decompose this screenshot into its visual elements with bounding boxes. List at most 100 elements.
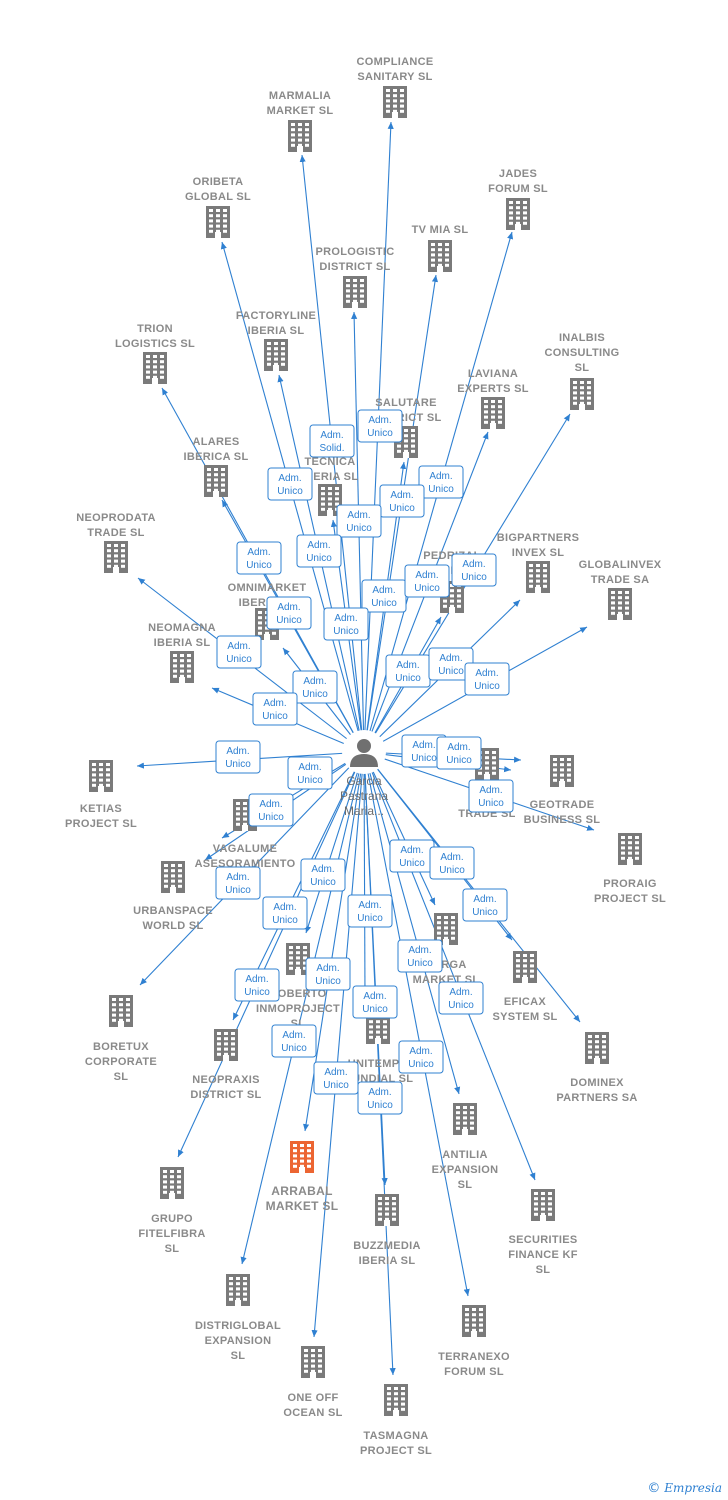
edge-role-text: Unico	[472, 907, 498, 918]
brand-name[interactable]: Empresia	[664, 1481, 722, 1495]
company-label: MARKET SL	[267, 105, 334, 117]
edge-role-text: Unico	[276, 615, 302, 626]
edge-role-label[interactable]: Adm.Unico	[300, 858, 346, 892]
edge-role-label[interactable]: Adm.Unico	[336, 504, 382, 538]
edge-role-label[interactable]: Adm.Unico	[385, 654, 431, 688]
edge-role-label[interactable]: Adm.Unico	[462, 888, 508, 922]
company-label: TRADE SA	[591, 574, 650, 586]
company-label: SECURITIES	[508, 1234, 577, 1246]
edge-role-label[interactable]: Adm.Solid.	[309, 424, 355, 458]
edge-role-label[interactable]: Adm.Unico	[287, 756, 333, 790]
edge-role-label[interactable]: Adm. Unico	[404, 564, 450, 598]
building-icon-highlighted	[290, 1141, 314, 1173]
edge-role-text: Adm.	[245, 974, 268, 985]
edge-robertoinmo	[305, 751, 365, 934]
edge-role-label[interactable]: Adm.Unico	[215, 740, 261, 774]
company-node-dominex[interactable]: DOMINEX PARTNERS SA	[556, 1032, 637, 1104]
company-label: SL	[458, 1179, 473, 1191]
company-label: DOMINEX	[570, 1077, 624, 1089]
edge-role-text: Unico	[414, 583, 440, 594]
edge-role-text: Unico	[244, 987, 270, 998]
edge-role-label[interactable]: Adm.Unico	[267, 467, 313, 501]
edge-oneoff	[311, 751, 365, 1338]
edge-role-label[interactable]: Adm.Unico	[266, 596, 312, 630]
edge-role-label[interactable]: Adm.Unico	[361, 579, 407, 613]
edge-role-label[interactable]: Adm.Unico	[398, 1040, 444, 1074]
edge-role-text: Unico	[357, 913, 383, 924]
edge-role-label[interactable]: Adm.Unico	[352, 985, 398, 1019]
edge-role-label[interactable]: Adm.Unico	[357, 409, 403, 443]
edge-role-label[interactable]: Adm.Unico	[451, 553, 497, 587]
edge-sarga	[363, 751, 436, 906]
edge-role-label[interactable]: Adm.Unico	[379, 484, 425, 518]
edge-role-label[interactable]: Adm.Unico	[216, 635, 262, 669]
edge-role-label[interactable]: Adm.Unico	[292, 670, 338, 704]
edge-role-label[interactable]: Adm.Unico	[468, 779, 514, 813]
edge-role-label[interactable]: Adm.Unico	[438, 981, 484, 1015]
edge-role-text: Adm.	[303, 676, 326, 687]
edge-role-label[interactable]: Adm.Unico	[357, 1081, 403, 1115]
edge-role-text: Adm.	[415, 570, 438, 581]
building-icon	[428, 240, 452, 272]
edge-role-text: Unico	[395, 673, 421, 684]
edge-role-label[interactable]: Adm.Unico	[389, 839, 435, 873]
edge-role-text: Unico	[439, 865, 465, 876]
company-label: SYSTEM SL	[492, 1011, 557, 1023]
building-icon	[618, 833, 642, 865]
edge-role-label[interactable]: Adm.Unico	[397, 939, 443, 973]
edge-role-label[interactable]: Adm.Unico	[236, 541, 282, 575]
edge-role-label[interactable]: Adm.Unico	[347, 894, 393, 928]
edge-role-label[interactable]: Adm.Unico	[248, 793, 294, 827]
edge-role-label[interactable]: Adm.Unico	[296, 534, 342, 568]
edge-role-label[interactable]: Adm.Unico	[436, 736, 482, 770]
edge-role-label[interactable]: Adm.Unico	[262, 896, 308, 930]
edge-role-label[interactable]: Adm.Unico	[271, 1024, 317, 1058]
edge-role-label[interactable]: Adm.Unico	[305, 957, 351, 991]
edge-role-label[interactable]: Adm.Unico	[323, 607, 369, 641]
edge-role-label[interactable]: Adm.Unico	[418, 465, 464, 499]
company-label: PARTNERS SA	[556, 1092, 637, 1104]
building-icon	[526, 561, 550, 593]
edge-role-label[interactable]: Adm.Unico	[464, 662, 510, 696]
edge-role-label[interactable]: Adm.Unico	[252, 692, 298, 726]
edge-role-label[interactable]: Adm.Unico	[215, 866, 261, 900]
edge-role-label[interactable]: Adm.Unico	[429, 846, 475, 880]
edge-role-text: Unico	[411, 753, 437, 764]
company-node-tvmia[interactable]: TV MIA SL	[412, 224, 469, 272]
building-icon	[513, 951, 537, 983]
edge-role-label[interactable]: Adm. Unico	[234, 968, 280, 1002]
person-node[interactable]: GarciaPastranaMaria...	[340, 730, 388, 818]
edge-role-text: Adm.	[429, 471, 452, 482]
edge-role-label[interactable]: Adm.Unico	[313, 1061, 359, 1095]
